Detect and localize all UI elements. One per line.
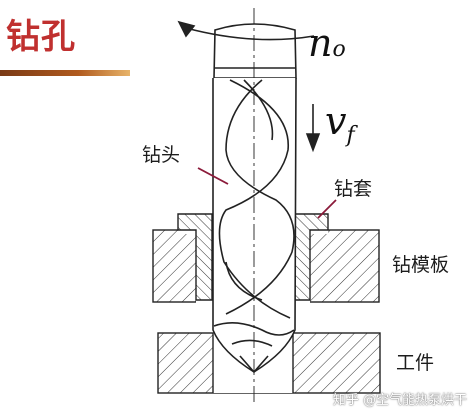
workpiece-label: 工件 [396, 352, 435, 374]
feed-rate-symbol: vf [325, 99, 355, 148]
bushing-label: 钻套 [334, 178, 373, 200]
spindle-speed-symbol: no [308, 21, 346, 65]
drill-leader [197, 167, 229, 185]
drill-label: 钻头 [142, 144, 181, 166]
bushing-leader [317, 199, 337, 219]
page-title: 钻孔 [6, 17, 76, 57]
drill-bit [212, 23, 297, 374]
title-underline [0, 70, 130, 76]
jig-plate-label: 钻模板 [392, 254, 450, 276]
feed-arrow [305, 104, 321, 153]
watermark: 知乎 @空气能热泵烘干 [332, 393, 467, 408]
rotation-arrow [177, 20, 315, 41]
